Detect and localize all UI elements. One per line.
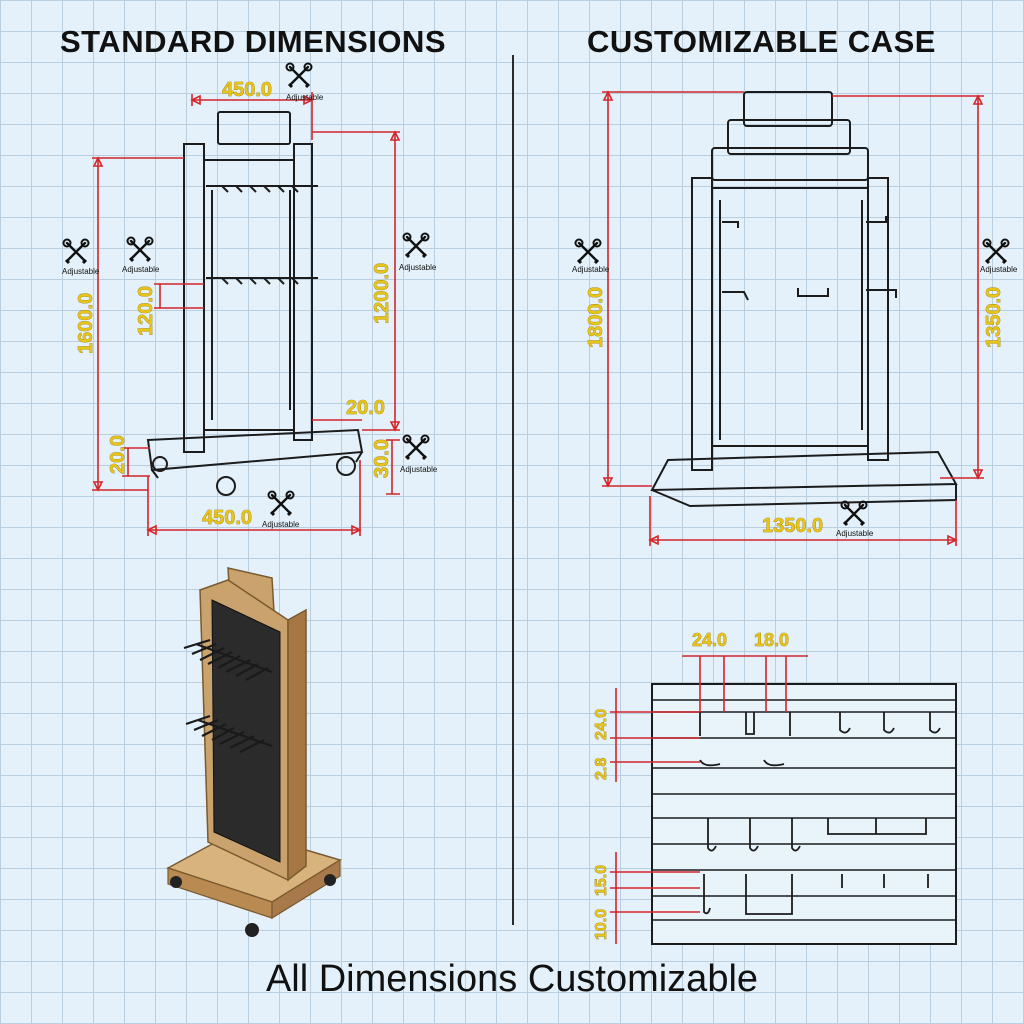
std-frame-height-value: 1200.0 [371,263,393,324]
custom-dimension-lines [602,90,984,546]
adjustable-label: Adjustable [62,267,100,276]
slat-bottom-left-value-1: 10.0 [593,909,610,940]
wrench-screwdriver-icon [574,238,602,265]
adjustable-label: Adjustable [400,465,438,474]
std-total-height-value: 1600.0 [75,293,97,354]
std-base-right-value: 30.0 [371,439,393,478]
custom-total-height-value: 1800.0 [585,287,607,348]
adjustable-label: Adjustable [836,529,874,538]
standard-dimension-lines [92,92,401,536]
wrench-screwdriver-icon [126,236,154,263]
wrench-screwdriver-icon [285,62,313,89]
slat-bottom-left-value-2: 15.0 [593,865,610,896]
customizable-case-heading: CUSTOMIZABLE CASE [587,24,936,59]
adjustable-label: Adjustable [572,265,610,274]
center-divider [512,55,514,925]
standard-dimensions-heading: STANDARD DIMENSIONS [60,24,447,59]
standard-stand-outline [146,111,364,496]
slatwall-dimension-lines [610,655,808,944]
custom-base-width-value: 1350.0 [762,515,823,537]
wrench-screwdriver-icon [62,238,90,265]
wrench-screwdriver-icon [840,500,868,527]
adjustable-label: Adjustable [122,265,160,274]
adjustable-label: Adjustable [286,93,324,102]
slot-a-value: 24.0 [692,630,727,650]
adjustable-label: Adjustable [399,263,437,272]
std-top-width-value: 450.0 [222,79,272,101]
custom-case-outline [650,91,958,508]
std-base-overhang-value: 20.0 [346,397,385,419]
std-hook-spacing-value: 120.0 [135,286,157,336]
adjustable-label: Adjustable [262,520,300,529]
custom-frame-height-value: 1350.0 [983,287,1005,348]
wrench-screwdriver-icon [267,490,295,517]
std-base-width-value: 450.0 [202,507,252,529]
wrench-screwdriver-icon [402,232,430,259]
slat-top-left-value-2: 24.0 [593,709,610,740]
slatwall-panel [651,683,957,945]
adjustable-label: Adjustable [980,265,1018,274]
footer-caption: All Dimensions Customizable [265,958,759,1000]
std-base-left-value: 20.0 [107,435,129,474]
wrench-screwdriver-icon [982,238,1010,265]
slat-top-left-value-1: 2.8 [593,758,610,780]
slot-b-value: 18.0 [754,630,789,650]
wrench-screwdriver-icon [402,434,430,461]
wooden-display-stand-render [166,567,342,937]
